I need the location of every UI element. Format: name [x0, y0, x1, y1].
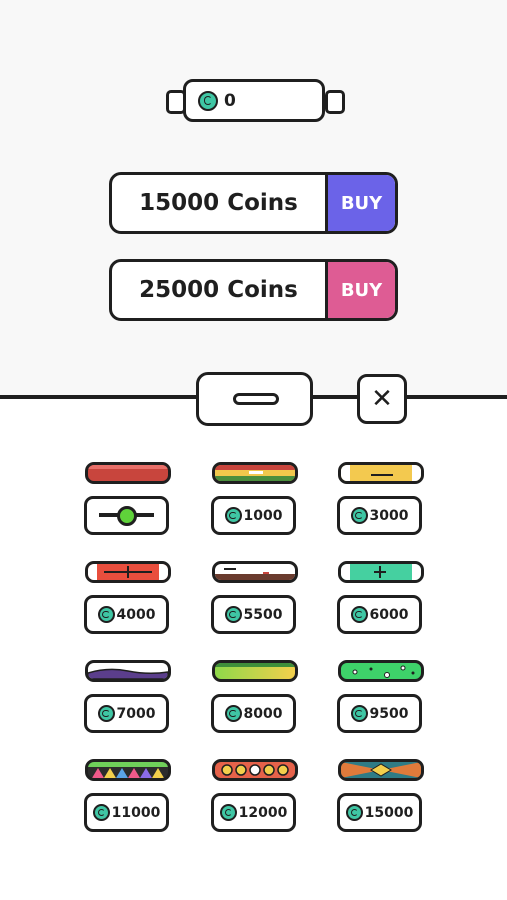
- skin-price-button[interactable]: 15000: [337, 793, 422, 832]
- coin-icon: [97, 606, 115, 623]
- skin-price-button[interactable]: 12000: [211, 793, 296, 832]
- selected-toggle-icon: [117, 506, 137, 526]
- skin-price-button[interactable]: 4000: [84, 595, 169, 634]
- skin-price-button[interactable]: 8000: [211, 694, 296, 733]
- close-button[interactable]: ✕: [357, 374, 407, 424]
- skin-selected-button[interactable]: [84, 496, 169, 535]
- skin-price: 7000: [116, 705, 156, 722]
- skin-price-button[interactable]: 3000: [337, 496, 422, 535]
- skin-price: 11000: [111, 804, 161, 821]
- coin-icon: [97, 705, 115, 722]
- skin-preview[interactable]: [212, 759, 298, 781]
- coin-icon: [350, 507, 368, 524]
- skin-price-button[interactable]: 7000: [84, 694, 169, 733]
- skin-price-button[interactable]: 11000: [84, 793, 169, 832]
- skin-price: 6000: [369, 606, 409, 623]
- coin-icon: [224, 705, 242, 722]
- skin-price: 15000: [364, 804, 414, 821]
- coin-icon: [350, 705, 368, 722]
- skin-price: 9500: [369, 705, 409, 722]
- purchase-15000-coins: 15000 Coins BUY: [109, 172, 398, 234]
- coin-icon: [224, 507, 242, 524]
- coin-icon: [350, 606, 368, 623]
- buy-button[interactable]: BUY: [325, 175, 395, 231]
- handle-grip-icon: [233, 393, 279, 405]
- skin-price: 3000: [369, 507, 409, 524]
- skin-preview[interactable]: [212, 660, 298, 682]
- coin-icon: [92, 804, 110, 821]
- skin-preview[interactable]: [85, 561, 171, 583]
- skin-price: 1000: [243, 507, 283, 524]
- coin-icon: [345, 804, 363, 821]
- skin-preview[interactable]: [338, 660, 424, 682]
- skin-preview[interactable]: [338, 759, 424, 781]
- counter-right-cap: [325, 90, 345, 114]
- coin-balance: 0: [224, 90, 236, 111]
- skin-preview[interactable]: [212, 462, 298, 484]
- skin-preview[interactable]: [85, 660, 171, 682]
- skin-price-button[interactable]: 1000: [211, 496, 296, 535]
- skin-preview[interactable]: [85, 759, 171, 781]
- coin-icon: [224, 606, 242, 623]
- purchase-label: 15000 Coins: [139, 190, 298, 216]
- skin-price-button[interactable]: 5500: [211, 595, 296, 634]
- purchase-label: 25000 Coins: [139, 277, 298, 303]
- buy-button[interactable]: BUY: [325, 262, 395, 318]
- skin-price: 12000: [238, 804, 288, 821]
- skin-price: 8000: [243, 705, 283, 722]
- coin-counter: 0: [183, 79, 325, 122]
- skin-price: 4000: [116, 606, 156, 623]
- skin-preview[interactable]: [212, 561, 298, 583]
- skin-preview[interactable]: [85, 462, 171, 484]
- coin-icon: [198, 90, 218, 111]
- skin-preview[interactable]: [338, 462, 424, 484]
- purchase-25000-coins: 25000 Coins BUY: [109, 259, 398, 321]
- coin-icon: [219, 804, 237, 821]
- skin-price-button[interactable]: 6000: [337, 595, 422, 634]
- skin-price-button[interactable]: 9500: [337, 694, 422, 733]
- skin-price: 5500: [243, 606, 283, 623]
- skin-preview[interactable]: [338, 561, 424, 583]
- panel-drag-handle[interactable]: [196, 372, 313, 426]
